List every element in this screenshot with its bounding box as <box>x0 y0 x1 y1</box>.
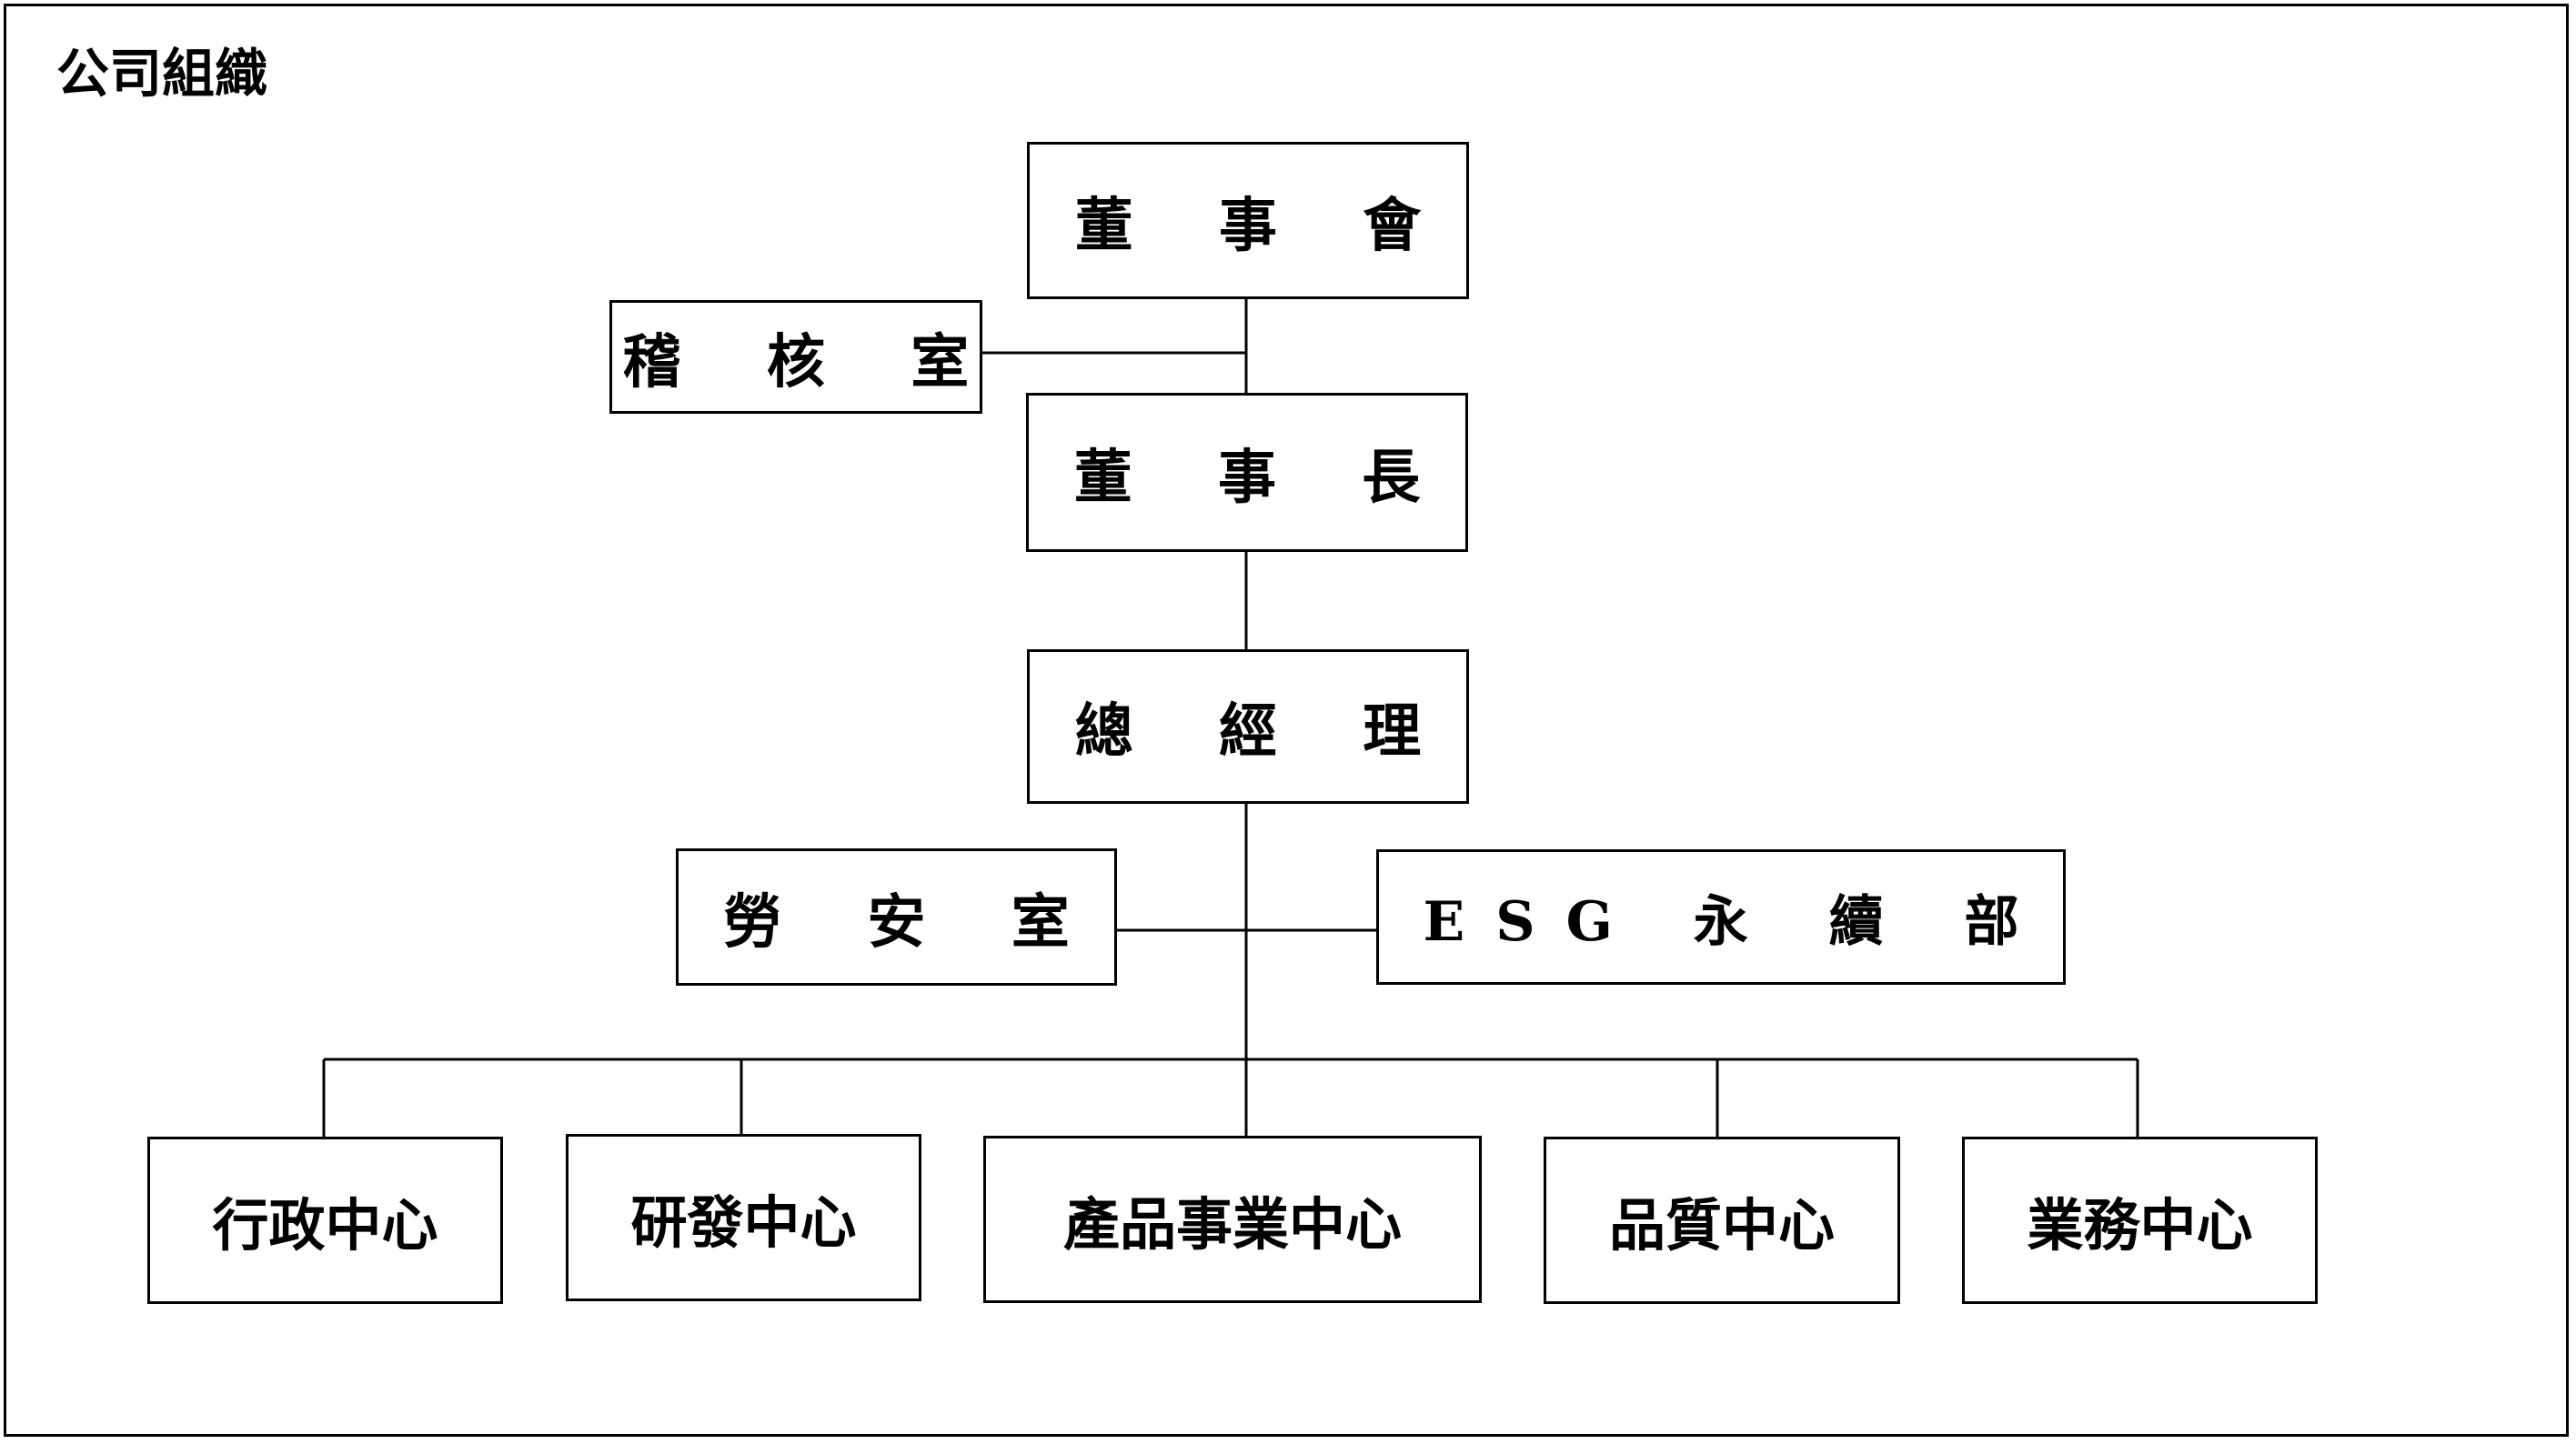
node-rnd-center: 研發中心 <box>566 1134 921 1301</box>
node-sales-center: 業務中心 <box>1962 1137 2318 1304</box>
node-board: 董 事 會 <box>1027 142 1469 299</box>
node-safety-office: 勞 安 室 <box>676 848 1117 986</box>
page-title: 公司組織 <box>56 43 268 105</box>
node-general-manager: 總 經 理 <box>1027 649 1469 804</box>
node-product-business-center: 產品事業中心 <box>983 1136 1482 1303</box>
node-audit-office: 稽 核 室 <box>609 300 982 414</box>
node-admin-center: 行政中心 <box>147 1137 503 1304</box>
node-esg-department: ESG 永 續 部 <box>1376 849 2066 985</box>
node-quality-center: 品質中心 <box>1544 1137 1900 1304</box>
node-chairman: 董 事 長 <box>1026 393 1468 552</box>
diagram-frame <box>4 4 2569 1437</box>
